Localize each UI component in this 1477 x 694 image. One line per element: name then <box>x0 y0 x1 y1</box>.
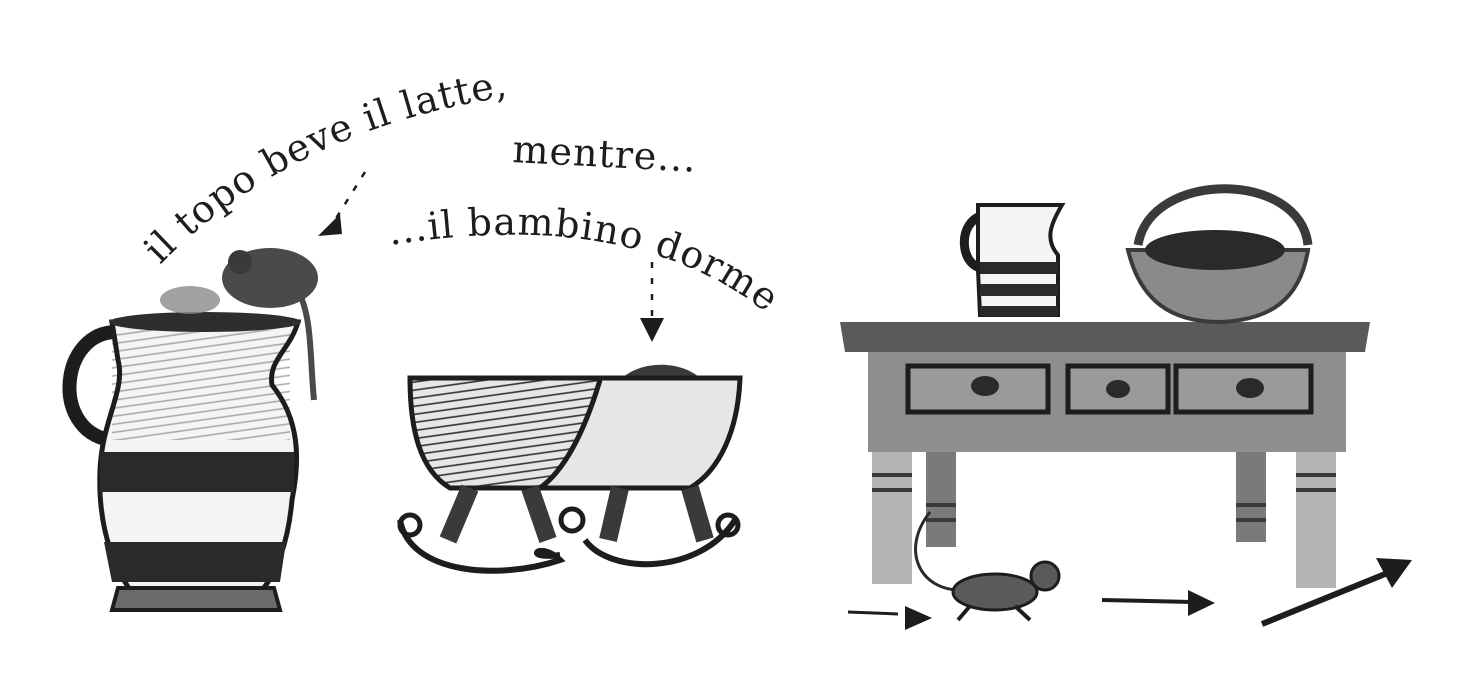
arrow-to-cradle <box>640 262 664 342</box>
caption-baby-sleeps: ...il bambino dorme <box>385 199 788 320</box>
caption-while: mentre... <box>512 127 698 181</box>
mouse-running <box>914 511 1061 622</box>
small-pitcher <box>959 203 1066 317</box>
motion-arrows <box>847 558 1412 630</box>
table-with-drawers <box>840 322 1370 588</box>
arrow-to-mouse <box>318 171 367 236</box>
mouse-on-pitcher <box>160 248 318 401</box>
rocking-cradle <box>397 364 743 574</box>
milk-pitcher <box>62 248 318 612</box>
basket <box>1125 184 1313 325</box>
